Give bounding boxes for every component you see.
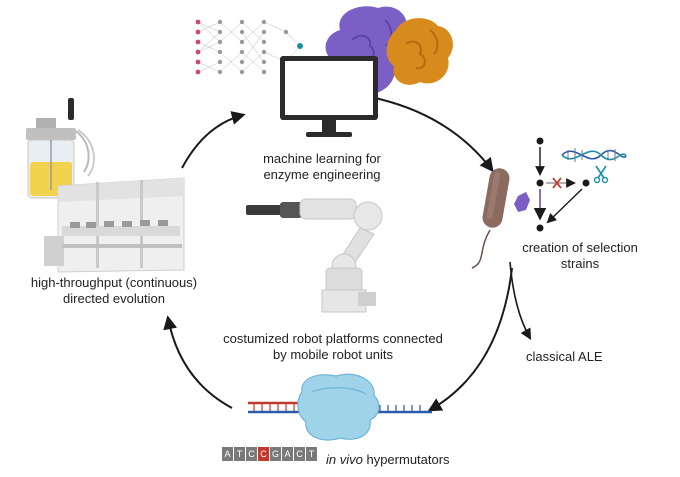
ht-label-line2: directed evolution [63, 291, 165, 306]
bacterium-icon [471, 168, 530, 269]
selection-label: creation of selection strains [520, 240, 640, 272]
hypermutator-label-italic: in vivo [326, 452, 363, 467]
selection-label-line1: creation of selection [522, 240, 638, 255]
arrow-ht-to-ml [181, 111, 246, 169]
ht-label: high-throughput (continuous) directed ev… [14, 275, 214, 307]
dna-letter: C [260, 449, 267, 459]
dna-letter: C [296, 449, 303, 459]
dna-scissors-icon [561, 148, 627, 184]
ale-label: classical ALE [526, 349, 636, 365]
robot-arm-icon [246, 198, 383, 313]
lab-workstation-icon [44, 177, 185, 273]
robot-label: costumized robot platforms connected by … [218, 331, 448, 363]
dna-letter: A [224, 449, 230, 459]
robot-label-line2: by mobile robot units [273, 347, 393, 362]
dna-letter: C [248, 449, 255, 459]
dna-letter: G [272, 449, 279, 459]
computer-monitor-icon [280, 56, 378, 137]
orange-protein-icon [386, 18, 453, 85]
robot-label-line1: costumized robot platforms connected [223, 331, 443, 346]
hypermutator-label-rest: hypermutators [362, 452, 450, 467]
arrow-to-classical-ale [509, 261, 532, 340]
selection-pathway-icon [533, 137, 590, 232]
ribosome-icon [297, 373, 380, 441]
ht-label-line1: high-throughput (continuous) [30, 275, 198, 290]
ml-label: machine learning for enzyme engineering [232, 151, 412, 183]
dna-letter: T [237, 449, 243, 459]
selection-label-line2: strains [560, 256, 600, 271]
dna-sequence-icon: A T C C G A C T [222, 447, 317, 461]
bioreactor-icon [26, 98, 95, 199]
ml-label-line2: enzyme engineering [263, 167, 381, 182]
arrow-selection-to-hypermutators [427, 267, 513, 412]
arrow-ml-to-selection [374, 97, 494, 173]
hypermutator-label: in vivo hypermutators [326, 452, 526, 468]
dna-letter: A [284, 449, 290, 459]
dna-letter: T [309, 449, 315, 459]
ml-label-line1: machine learning for [263, 151, 381, 166]
neural-network-icon [195, 19, 303, 75]
ale-label-text: classical ALE [526, 349, 603, 364]
arrow-hypermutators-to-ht [163, 315, 233, 409]
